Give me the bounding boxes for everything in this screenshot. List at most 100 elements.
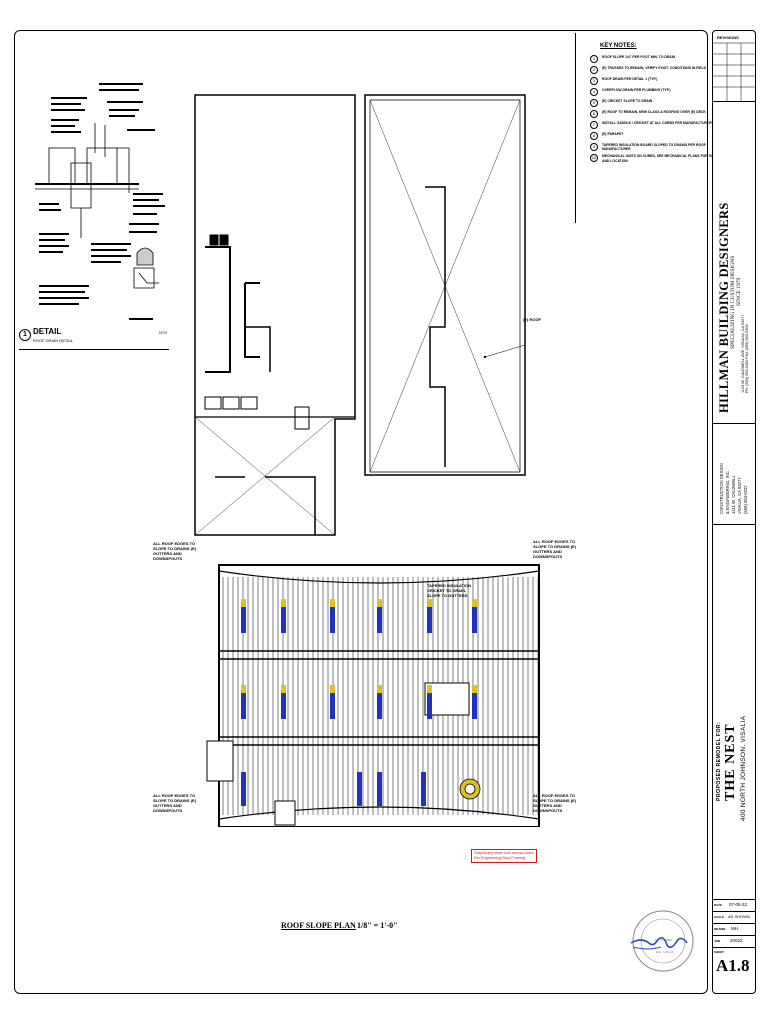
drawn-row: DRAWN MH bbox=[713, 924, 755, 936]
key-notes-panel: KEY NOTES: 1 ROOF SLOPE 1/4" PER FOOT MIN… bbox=[575, 33, 718, 223]
key-note-text: (E) CRICKET SLOPE TO DRAIN bbox=[602, 99, 653, 103]
project-name: THE NEST bbox=[723, 723, 738, 801]
contractor-line: & ENGINEERING, INC. bbox=[725, 470, 730, 514]
title-block: REVISIONS HILLMAN BUILDING DESIGNERS SPE… bbox=[712, 30, 756, 994]
key-note-number: 9 bbox=[590, 143, 598, 151]
insulation-mark bbox=[330, 599, 335, 633]
key-note-item: 5 (E) CRICKET SLOPE TO DRAIN bbox=[590, 99, 718, 107]
insulation-mark-cap bbox=[472, 599, 477, 607]
key-note-text: MECHANICAL UNITS ON CURBS, SEE MECHANICA… bbox=[602, 154, 717, 163]
key-notes-title: KEY NOTES: bbox=[600, 43, 637, 49]
insulation-mark bbox=[427, 599, 432, 633]
key-note-number: 10 bbox=[590, 154, 598, 163]
insulation-mark bbox=[330, 685, 335, 719]
insulation-mark-cap bbox=[427, 599, 432, 607]
key-note-text: (E) ROOF TO REMAIN, NEW CLASS A ROOFING … bbox=[602, 110, 706, 114]
key-note-item: 6(E) ROOF TO REMAIN, NEW CLASS A ROOFING… bbox=[590, 110, 718, 118]
insulation-mark bbox=[472, 685, 477, 719]
red-callout-note: Graphically show roof access hatch Per E… bbox=[471, 849, 537, 863]
detail-number-circle: 1 bbox=[19, 329, 31, 341]
svg-text:No. C 56890: No. C 56890 bbox=[655, 938, 672, 942]
contractor-line: 1411 W. CALDWELL bbox=[731, 475, 736, 514]
insulation-mark bbox=[421, 772, 426, 806]
drawing-sheet: 1 DETAIL ROOF DRAIN DETAIL NTS KEY NOTES… bbox=[14, 30, 716, 994]
detail-title-block: 1 DETAIL ROOF DRAIN DETAIL NTS bbox=[19, 327, 169, 350]
insulation-mark bbox=[241, 685, 246, 719]
plan-title: ROOF SLOPE PLAN bbox=[281, 921, 356, 930]
job-label: JOB bbox=[714, 939, 721, 943]
key-note-item: 9 TAPERED INSULATION BOARD SLOPED TO DRAI… bbox=[590, 143, 718, 151]
insulation-mark-cap bbox=[377, 599, 382, 607]
edge-note-top-left: ALL ROOF EDGES TO SLOPE TO DRAINS (E) GU… bbox=[153, 541, 197, 561]
key-note-text: ROOF DRAIN PER DETAIL 1 (TYP.) bbox=[602, 77, 658, 81]
firm-phone: PH. (559) 553-0300 FAX (559) 553-0306 bbox=[745, 324, 749, 393]
plan-scale: 1/8" = 1'-0" bbox=[357, 921, 398, 930]
plan-annotation: TAPERED INSULATION CRICKET TO DRAIN, SLO… bbox=[427, 583, 472, 598]
sheet-row: SHEET A1.8 bbox=[713, 948, 755, 984]
insulation-mark-cap bbox=[472, 685, 477, 693]
insulation-mark bbox=[427, 685, 432, 719]
key-note-text: ROOF SLOPE 1/4" PER FOOT MIN. TO DRAIN bbox=[602, 55, 676, 59]
key-note-text: INSTALL SADDLE / CRICKET AT ALL CURBS PE… bbox=[602, 121, 712, 125]
insulation-mark-cap bbox=[241, 685, 246, 693]
contractor-line: CONSTRUCTION DESIGN bbox=[719, 463, 724, 514]
contractor-box: CONSTRUCTION DESIGN& ENGINEERING, INC.14… bbox=[713, 423, 755, 525]
project-address: 400 NORTH JOHNSON, VISALIA bbox=[740, 715, 747, 821]
insulation-mark bbox=[357, 772, 362, 806]
revisions-grid bbox=[713, 42, 755, 101]
key-note-text: OVERFLOW DRAIN PER PLUMBING (TYP.) bbox=[602, 88, 671, 92]
revisions-label: REVISIONS bbox=[717, 35, 739, 40]
key-note-item: 1 ROOF SLOPE 1/4" PER FOOT MIN. TO DRAIN bbox=[590, 55, 718, 63]
drawn-label: DRAWN bbox=[714, 927, 726, 931]
key-note-text: (E) TRUSSES TO REMAIN, VERIFY EXIST. CON… bbox=[602, 66, 707, 70]
scale-label: SCALE bbox=[714, 915, 725, 919]
insulation-mark bbox=[472, 599, 477, 633]
edge-note-bottom-left: ALL ROOF EDGES TO SLOPE TO DRAINS (E) GU… bbox=[153, 793, 197, 813]
scale-value: AS SHOWN bbox=[728, 914, 750, 919]
key-note-item: 7 INSTALL SADDLE / CRICKET AT ALL CURBS P… bbox=[590, 121, 718, 129]
insulation-mark-cap bbox=[281, 685, 286, 693]
key-note-item: 4 OVERFLOW DRAIN PER PLUMBING (TYP.) bbox=[590, 88, 718, 96]
project-pre: PROPOSED REMODEL FOR: bbox=[716, 721, 722, 801]
detail-subtitle: ROOF DRAIN DETAIL bbox=[33, 338, 73, 343]
key-notes-list: 1 ROOF SLOPE 1/4" PER FOOT MIN. TO DRAIN 2… bbox=[590, 55, 718, 163]
insulation-mark-cap bbox=[281, 599, 286, 607]
key-note-number: 8 bbox=[590, 132, 598, 140]
engineer-stamp: No. C 56890 Exp. 6-30-24 bbox=[630, 910, 694, 972]
key-note-number: 3 bbox=[590, 77, 598, 85]
key-note-item: 2 (E) TRUSSES TO REMAIN, VERIFY EXIST. CO… bbox=[590, 66, 718, 74]
key-note-number: 5 bbox=[590, 99, 598, 107]
key-note-number: 1 bbox=[590, 55, 598, 63]
insulation-mark bbox=[241, 599, 246, 633]
edge-note-bottom-right: ALL ROOF EDGES TO SLOPE TO DRAINS (E) GU… bbox=[533, 793, 577, 813]
contractor-line: VISALIA, CA 93277 bbox=[737, 477, 742, 514]
drawn-value: MH bbox=[731, 926, 738, 931]
insulation-mark bbox=[281, 685, 286, 719]
insulation-mark-cap bbox=[330, 599, 335, 607]
insulation-mark-cap bbox=[330, 685, 335, 693]
job-value: 20022 bbox=[730, 938, 743, 943]
firm-since: SINCE 1979 bbox=[736, 277, 742, 306]
key-note-number: 7 bbox=[590, 121, 598, 129]
sheet-number: A1.8 bbox=[716, 956, 750, 975]
key-note-text: TAPERED INSULATION BOARD SLOPED TO DRAIN… bbox=[602, 143, 706, 152]
key-note-number: 4 bbox=[590, 88, 598, 96]
edge-note-top-right: ALL ROOF EDGES TO SLOPE TO DRAINS (E) GU… bbox=[533, 539, 577, 559]
key-note-number: 2 bbox=[590, 66, 598, 74]
roof-drain-detail-drawing bbox=[35, 83, 165, 320]
insulation-mark-cap bbox=[241, 599, 246, 607]
roof-slope-plan-drawing bbox=[194, 94, 540, 827]
date-label: DATE bbox=[714, 903, 722, 907]
contractor-line: (559) 553-0222 bbox=[743, 485, 748, 514]
key-note-item: 10 MECHANICAL UNITS ON CURBS, SEE MECHANI… bbox=[590, 154, 718, 163]
key-note-text: (E) PARAPET bbox=[602, 132, 624, 136]
existing-roof-label: (E) ROOF bbox=[523, 317, 541, 322]
insulation-mark-cap bbox=[427, 685, 432, 693]
detail-scale: NTS bbox=[159, 330, 167, 335]
scale-row: SCALE AS SHOWN bbox=[713, 912, 755, 924]
svg-text:Exp. 6-30-24: Exp. 6-30-24 bbox=[656, 950, 674, 954]
insulation-mark bbox=[377, 599, 382, 633]
key-note-item: 8 (E) PARAPET bbox=[590, 132, 718, 140]
sheet-label: SHEET bbox=[714, 950, 725, 954]
insulation-mark bbox=[377, 772, 382, 806]
